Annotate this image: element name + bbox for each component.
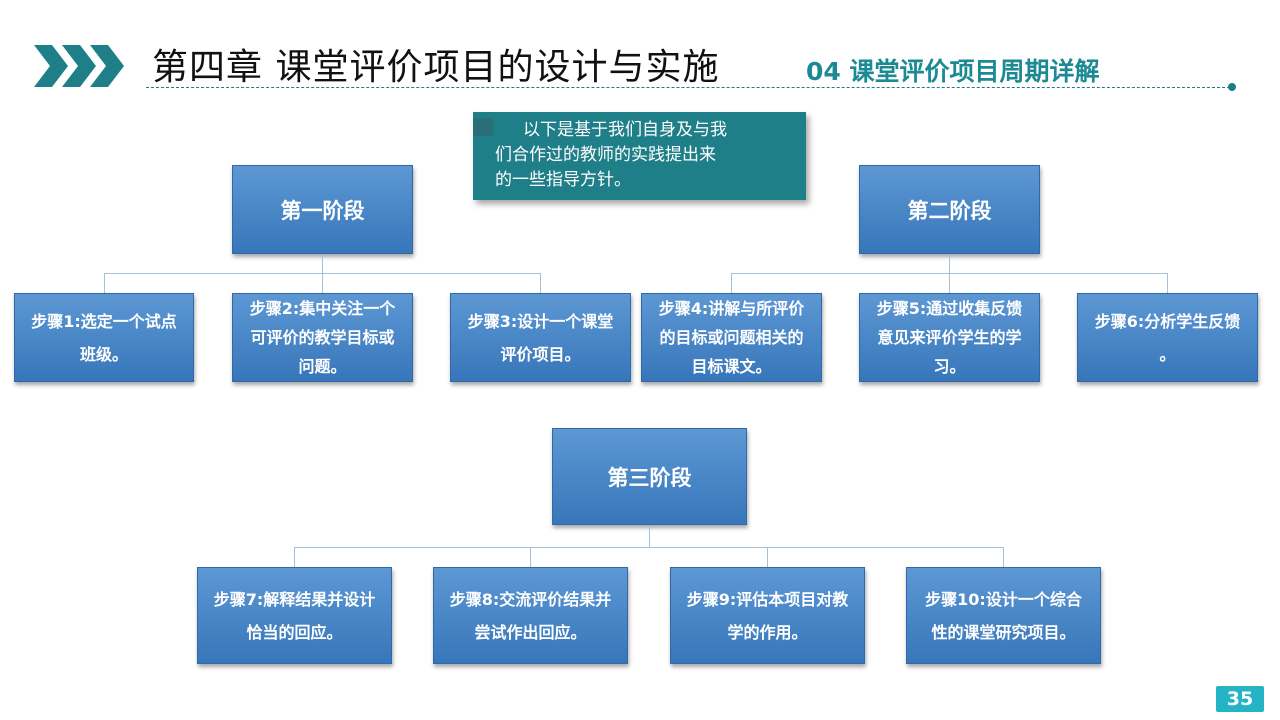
stage-2-box: 第二阶段	[859, 165, 1040, 254]
stage-1-label: 第一阶段	[280, 198, 365, 223]
connector	[949, 273, 950, 293]
stage-2-label: 第二阶段	[907, 198, 992, 223]
step-1-line-2: 班级。	[79, 344, 128, 364]
stage-1-box: 第一阶段	[232, 165, 413, 254]
step-5-line-3: 习。	[933, 357, 966, 376]
step-2-box: 步骤2:集中关注一个 可评价的教学目标或 问题。	[232, 293, 413, 382]
step-2-line-1: 步骤2:集中关注一个	[249, 299, 396, 318]
step-8-line-1: 步骤8:交流评价结果并	[449, 589, 612, 609]
step-7-line-2: 恰当的回应。	[246, 622, 343, 642]
connector	[649, 525, 650, 547]
divider-end-dot	[1228, 83, 1236, 91]
step-4-line-3: 目标课文。	[691, 357, 772, 376]
step-1-box: 步骤1:选定一个试点 班级。	[14, 293, 194, 382]
step-6-line-2: 。	[1159, 344, 1176, 364]
connector	[530, 547, 531, 567]
step-10-line-1: 步骤10:设计一个综合	[925, 589, 1082, 609]
step-3-line-2: 评价项目。	[500, 344, 581, 364]
header-divider	[146, 87, 1230, 88]
step-7-line-1: 步骤7:解释结果并设计	[213, 589, 376, 609]
connector	[104, 273, 105, 293]
stage-3-box: 第三阶段	[552, 428, 747, 525]
step-4-line-1: 步骤4:讲解与所评价	[658, 299, 805, 318]
page-title: 第四章 课堂评价项目的设计与实施	[152, 47, 720, 88]
step-4-box: 步骤4:讲解与所评价 的目标或问题相关的 目标课文。	[641, 293, 822, 382]
note-line-1: 以下是基于我们自身及与我	[523, 120, 727, 140]
step-5-line-2: 意见来评价学生的学	[877, 328, 1022, 347]
section-subtitle: 04 课堂评价项目周期详解	[806, 57, 1100, 86]
step-9-line-2: 学的作用。	[727, 622, 808, 642]
connector	[731, 273, 732, 293]
step-7-box: 步骤7:解释结果并设计 恰当的回应。	[197, 567, 392, 664]
connector	[322, 273, 323, 293]
connector	[540, 273, 541, 293]
connector	[767, 547, 768, 567]
guideline-note: 以下是基于我们自身及与我 们合作过的教师的实践提出来 的一些指导方针。	[473, 112, 806, 200]
note-line-3: 的一些指导方针。	[495, 170, 631, 190]
connector	[294, 547, 295, 567]
step-9-line-1: 步骤9:评估本项目对教	[686, 589, 849, 609]
step-5-line-1: 步骤5:通过收集反馈	[876, 299, 1023, 318]
page-number-badge: 35	[1216, 686, 1264, 712]
step-8-line-2: 尝试作出回应。	[474, 622, 587, 642]
step-6-line-1: 步骤6:分析学生反馈	[1094, 311, 1241, 331]
step-9-box: 步骤9:评估本项目对教 学的作用。	[670, 567, 865, 664]
connector	[949, 254, 950, 273]
step-1-line-1: 步骤1:选定一个试点	[31, 311, 177, 331]
step-2-line-2: 可评价的教学目标或	[250, 328, 395, 347]
step-3-box: 步骤3:设计一个课堂 评价项目。	[450, 293, 631, 382]
step-3-line-1: 步骤3:设计一个课堂	[467, 311, 614, 331]
note-line-2: 们合作过的教师的实践提出来	[495, 145, 716, 165]
chevron-arrows-icon	[34, 45, 124, 87]
step-4-line-2: 的目标或问题相关的	[659, 328, 804, 347]
step-10-box: 步骤10:设计一个综合 性的课堂研究项目。	[906, 567, 1101, 664]
stage-3-label: 第三阶段	[607, 465, 692, 490]
step-8-box: 步骤8:交流评价结果并 尝试作出回应。	[433, 567, 628, 664]
step-2-line-3: 问题。	[298, 357, 347, 376]
note-accent-block	[473, 118, 493, 136]
connector	[294, 547, 1004, 548]
connector	[1167, 273, 1168, 293]
step-10-line-2: 性的课堂研究项目。	[931, 622, 1076, 642]
step-6-box: 步骤6:分析学生反馈 。	[1077, 293, 1258, 382]
connector	[322, 254, 323, 273]
step-5-box: 步骤5:通过收集反馈 意见来评价学生的学 习。	[859, 293, 1040, 382]
connector	[1003, 547, 1004, 567]
